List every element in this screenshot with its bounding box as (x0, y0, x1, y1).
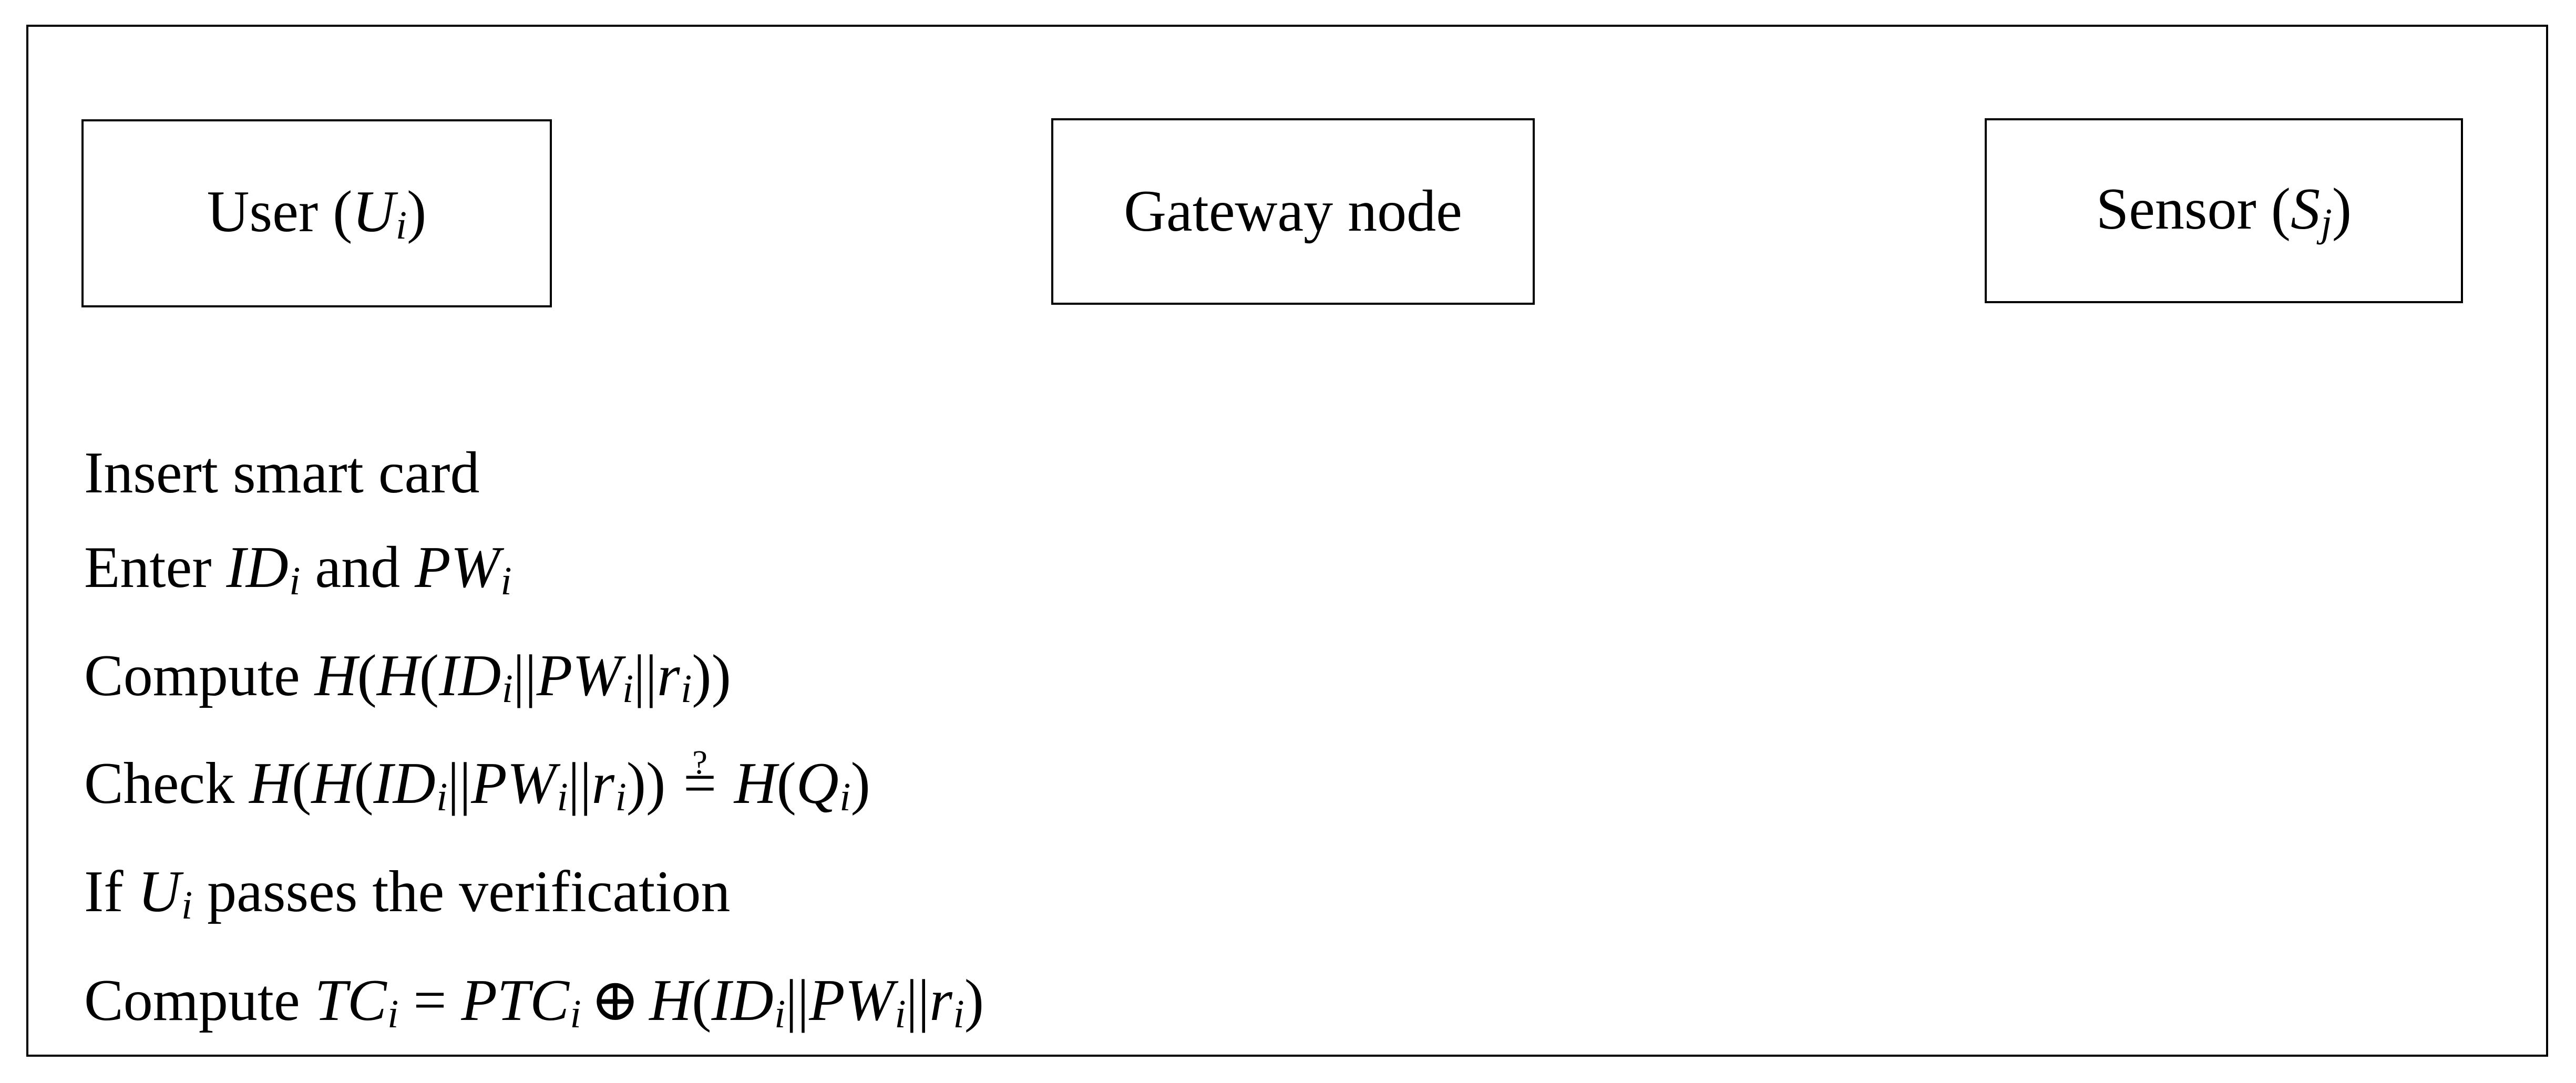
question-over-equals: ?= (683, 736, 716, 831)
math-subscript: j (2321, 200, 2332, 245)
math-subscript: i (570, 992, 581, 1036)
text-run: ( (419, 643, 439, 708)
math-variable: H (249, 751, 292, 817)
protocol-step: Check H(H(IDi||PWi||ri))?=H(Qi) (84, 736, 984, 844)
math-subscript: i (953, 992, 964, 1036)
text-run: || (906, 967, 930, 1033)
text-run: ( (354, 751, 374, 817)
math-subscript: i (181, 883, 193, 927)
math-variable: U (138, 859, 181, 925)
text-run: Check (84, 751, 250, 817)
text-run: || (568, 751, 592, 817)
text-run: Sensor ( (2096, 177, 2291, 242)
math-subscript: i (289, 559, 301, 603)
entity-box-gateway: Gateway node (1051, 118, 1535, 305)
entity-box-sensor: Sensor (Sj) (1985, 118, 2463, 303)
math-subscript: i (895, 992, 906, 1036)
math-variable: ID (439, 643, 501, 708)
text-run: Insert smart card (84, 440, 480, 506)
math-subscript: i (622, 667, 634, 711)
entity-label-sensor: Sensor (Sj) (2096, 176, 2352, 246)
text-run: ( (692, 967, 712, 1033)
math-variable: PW (471, 751, 556, 817)
text-run: || (785, 967, 809, 1033)
math-variable: r (657, 643, 680, 708)
text-run: || (633, 643, 657, 708)
text-run: Gateway node (1124, 179, 1462, 244)
math-subscript: i (681, 667, 692, 711)
text-run: If (84, 859, 138, 925)
math-subscript: i (839, 775, 851, 820)
math-variable: r (591, 751, 615, 817)
math-variable: S (2291, 177, 2321, 242)
text-run: User ( (207, 179, 353, 245)
question-mark: ? (692, 744, 707, 782)
math-variable: ID (226, 535, 289, 600)
xor-operator-icon: ⊕ (590, 965, 640, 1034)
text-run: Compute (84, 643, 315, 708)
text-run: passes the verification (192, 859, 731, 925)
math-subscript: i (615, 775, 627, 820)
math-variable: r (929, 967, 953, 1033)
protocol-step: Compute TCi = PTCi⊕H(IDi||PWi||ri) (84, 953, 984, 1061)
text-run: || (447, 751, 471, 817)
text-run: )) (692, 643, 731, 708)
text-run: Enter (84, 535, 227, 600)
text-run: ) (407, 179, 427, 245)
text-run: Compute (84, 967, 315, 1033)
math-variable: PW (415, 535, 500, 600)
protocol-step: If Ui passes the verification (84, 844, 984, 953)
entity-label-user: User (Ui) (207, 178, 427, 249)
math-variable: H (376, 643, 419, 708)
protocol-step: Enter IDi and PWi (84, 520, 984, 628)
text-run: = (398, 967, 461, 1033)
text-run: )) (626, 751, 666, 817)
text-run: ( (357, 643, 377, 708)
math-variable: H (314, 643, 357, 708)
text-run: ) (2332, 177, 2352, 242)
entity-box-user: User (Ui) (81, 119, 552, 307)
math-variable: U (352, 179, 395, 245)
math-variable: ID (373, 751, 436, 817)
math-subscript: i (436, 775, 448, 820)
math-variable: ID (711, 967, 774, 1033)
entity-label-gateway: Gateway node (1124, 178, 1462, 245)
text-run: ( (292, 751, 312, 817)
text-run: || (512, 643, 537, 708)
text-run: ) (964, 967, 984, 1033)
math-variable: PW (536, 643, 622, 708)
math-subscript: i (557, 775, 568, 820)
text-run: ( (776, 751, 796, 817)
math-subscript: i (387, 992, 399, 1036)
math-variable: Q (796, 751, 839, 817)
math-variable: H (734, 751, 777, 817)
math-variable: TC (314, 967, 387, 1033)
text-run: ) (850, 751, 870, 817)
text-run: and (300, 535, 415, 600)
math-variable: PTC (461, 967, 569, 1033)
math-subscript: i (501, 667, 513, 711)
figure-border (26, 25, 2548, 1057)
math-variable: PW (809, 967, 894, 1033)
math-subscript: i (500, 559, 512, 603)
math-variable: H (649, 967, 692, 1033)
protocol-step: Insert smart card (84, 426, 984, 520)
protocol-step: Compute H(H(IDi||PWi||ri)) (84, 628, 984, 737)
math-variable: H (311, 751, 354, 817)
math-subscript: i (774, 992, 786, 1036)
math-subscript: i (395, 203, 407, 247)
